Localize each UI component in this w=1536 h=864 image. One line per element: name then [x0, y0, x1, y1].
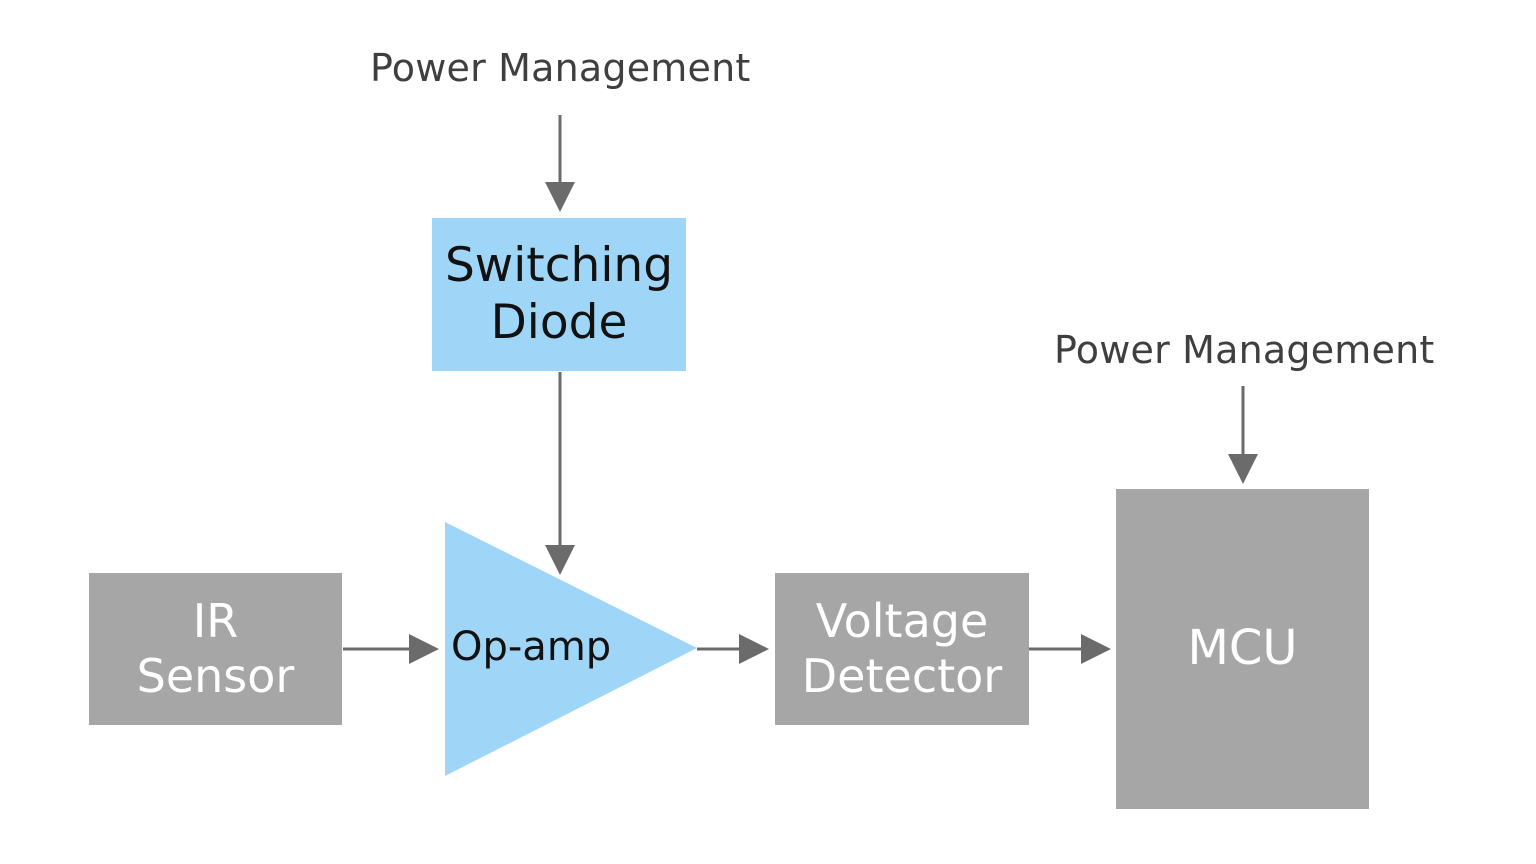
mcu-box: MCU	[1116, 489, 1369, 809]
ir-sensor-label-line2: Sensor	[136, 649, 295, 703]
opamp-label: Op-amp	[451, 624, 612, 670]
power-management-right-label: Power Management	[1054, 328, 1435, 372]
mcu-label: MCU	[1187, 620, 1298, 677]
voltage-detector-label-line2: Detector	[801, 649, 1003, 703]
ir-sensor-box: IR Sensor	[89, 573, 342, 725]
ir-sensor-label-line1: IR	[192, 593, 239, 648]
opamp-triangle	[445, 522, 697, 776]
switching-diode-label-line2: Diode	[490, 294, 628, 350]
power-management-top-label: Power Management	[370, 46, 751, 90]
switching-diode-label-line1: Switching	[444, 238, 674, 294]
switching-diode-box: Switching Diode	[432, 218, 686, 371]
voltage-detector-label-line1: Voltage	[815, 593, 989, 648]
voltage-detector-box: Voltage Detector	[775, 573, 1029, 725]
